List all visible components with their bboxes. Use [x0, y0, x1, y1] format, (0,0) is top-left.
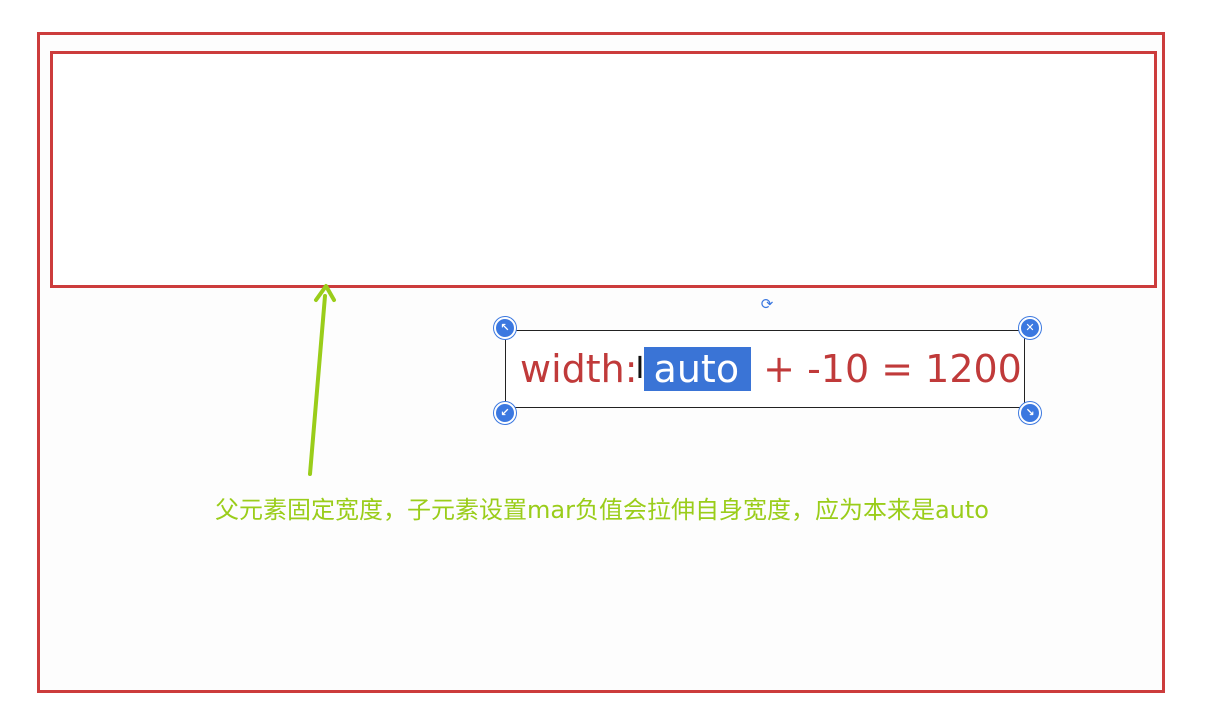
- close-icon[interactable]: ✕: [1019, 317, 1041, 339]
- formula-suffix: + -10 = 1200: [751, 347, 1022, 391]
- formula-prefix: width:: [520, 347, 638, 391]
- resize-bottom-left-icon[interactable]: ↙: [494, 402, 516, 424]
- rotate-icon[interactable]: ⟳: [760, 295, 774, 313]
- text-cursor-icon: I: [635, 351, 645, 386]
- child-element-box: [50, 51, 1157, 288]
- selected-text[interactable]: auto: [643, 347, 752, 391]
- annotation-caption: 父元素固定宽度，子元素设置mar负值会拉伸自身宽度，应为本来是auto: [215, 496, 989, 524]
- resize-top-left-icon[interactable]: ↖: [494, 317, 516, 339]
- resize-bottom-right-icon[interactable]: ↘: [1019, 402, 1041, 424]
